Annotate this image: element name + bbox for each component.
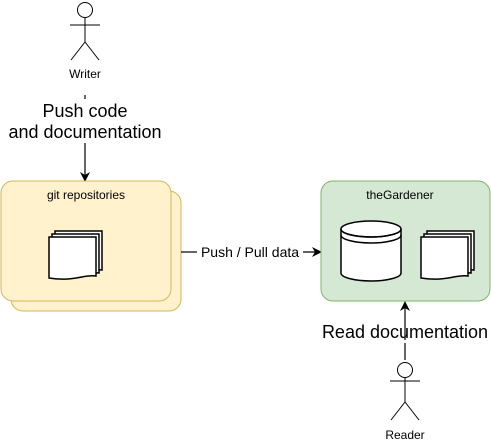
writer-label: Writer — [69, 67, 101, 81]
documents-icon — [420, 230, 475, 280]
read-doc-edge: Read documentation — [322, 301, 488, 360]
writer-actor: Writer — [69, 2, 101, 81]
push-code-edge: Push code and documentation — [8, 95, 162, 182]
reader-actor-icon — [390, 362, 420, 421]
git-repositories-container: git repositories — [0, 180, 182, 312]
writer-actor-icon — [70, 2, 100, 61]
push-code-label-line1: Push code — [42, 101, 127, 121]
push-code-label-line2: and documentation — [8, 122, 161, 142]
git-repositories-label: git repositories — [47, 188, 125, 202]
documents-icon — [48, 230, 103, 280]
thegardener-container: theGardener — [320, 180, 491, 302]
push-pull-label: Push / Pull data — [201, 244, 299, 260]
database-icon — [340, 220, 402, 282]
push-pull-edge: Push / Pull data — [181, 244, 322, 260]
thegardener-label: theGardener — [366, 188, 433, 202]
reader-label: Reader — [385, 428, 424, 441]
reader-actor: Reader — [385, 362, 425, 441]
read-doc-label: Read documentation — [322, 322, 488, 342]
